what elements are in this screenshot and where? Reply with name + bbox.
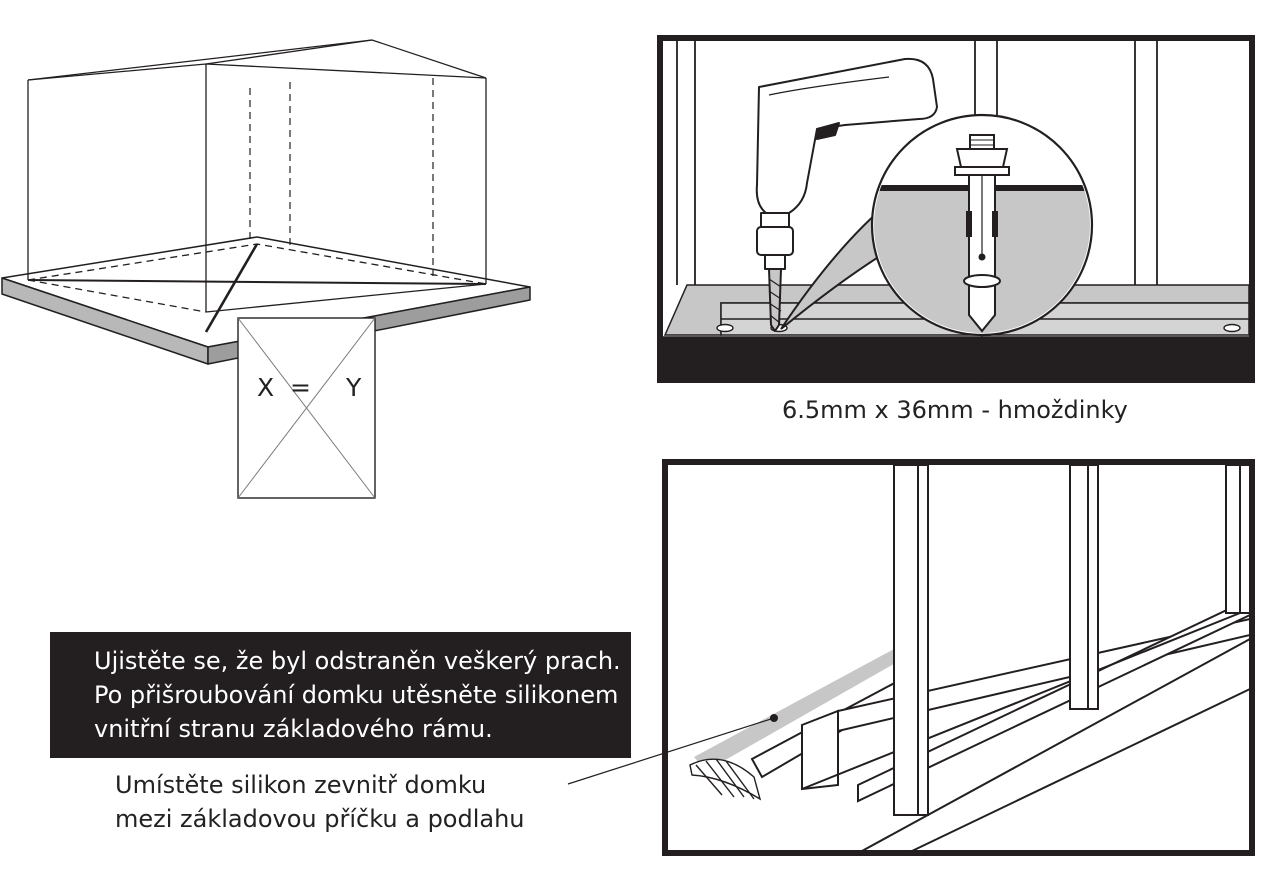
silicone-placement-note: Umístěte silikon zevnitř domku mezi zákl… (115, 768, 525, 836)
silicone-note-line: Umístěte silikon zevnitř domku (115, 771, 487, 799)
diagonal-y-label: Y (346, 373, 362, 402)
silicone-bead (694, 649, 906, 771)
diagonal-check-box (237, 317, 376, 499)
silicone-note-line: mezi základovou příčku a podlahu (115, 805, 525, 833)
diagonal-x (27, 279, 487, 285)
equals-sign: = (290, 373, 311, 402)
silicone-leader-line (567, 717, 775, 785)
diagonal-y (204, 243, 259, 333)
silicone-hatch (689, 758, 762, 801)
anchor-hole (716, 323, 734, 333)
instruction-note-box: Ujistěte se, že byl odstraněn veškerý pr… (50, 632, 631, 758)
diagonal-x-label: X (257, 373, 275, 402)
wall-studs (893, 464, 1251, 816)
anchor-hole (1223, 323, 1241, 333)
shed-base-diagonal-illustration (1, 39, 531, 499)
base-channel (750, 597, 1251, 803)
note-line: Ujistěte se, že byl odstraněn veškerý pr… (94, 647, 621, 675)
anchor-size-caption: 6.5mm x 36mm - hmoždinky (782, 396, 1128, 424)
note-line: vnitřní stranu základového rámu. (94, 715, 493, 743)
drill (755, 57, 938, 332)
anchor-detail-callout (780, 113, 1094, 337)
note-line: Po přišroubování domku utěsněte silikone… (94, 681, 619, 709)
anchor-drilling-illustration (657, 35, 1255, 383)
expansion-anchor (954, 134, 1010, 333)
footprint-front-edge (205, 283, 487, 313)
hidden-edges-dashed (249, 78, 434, 276)
shed-wireframe (27, 39, 487, 312)
silicone-sealing-illustration (662, 459, 1255, 856)
